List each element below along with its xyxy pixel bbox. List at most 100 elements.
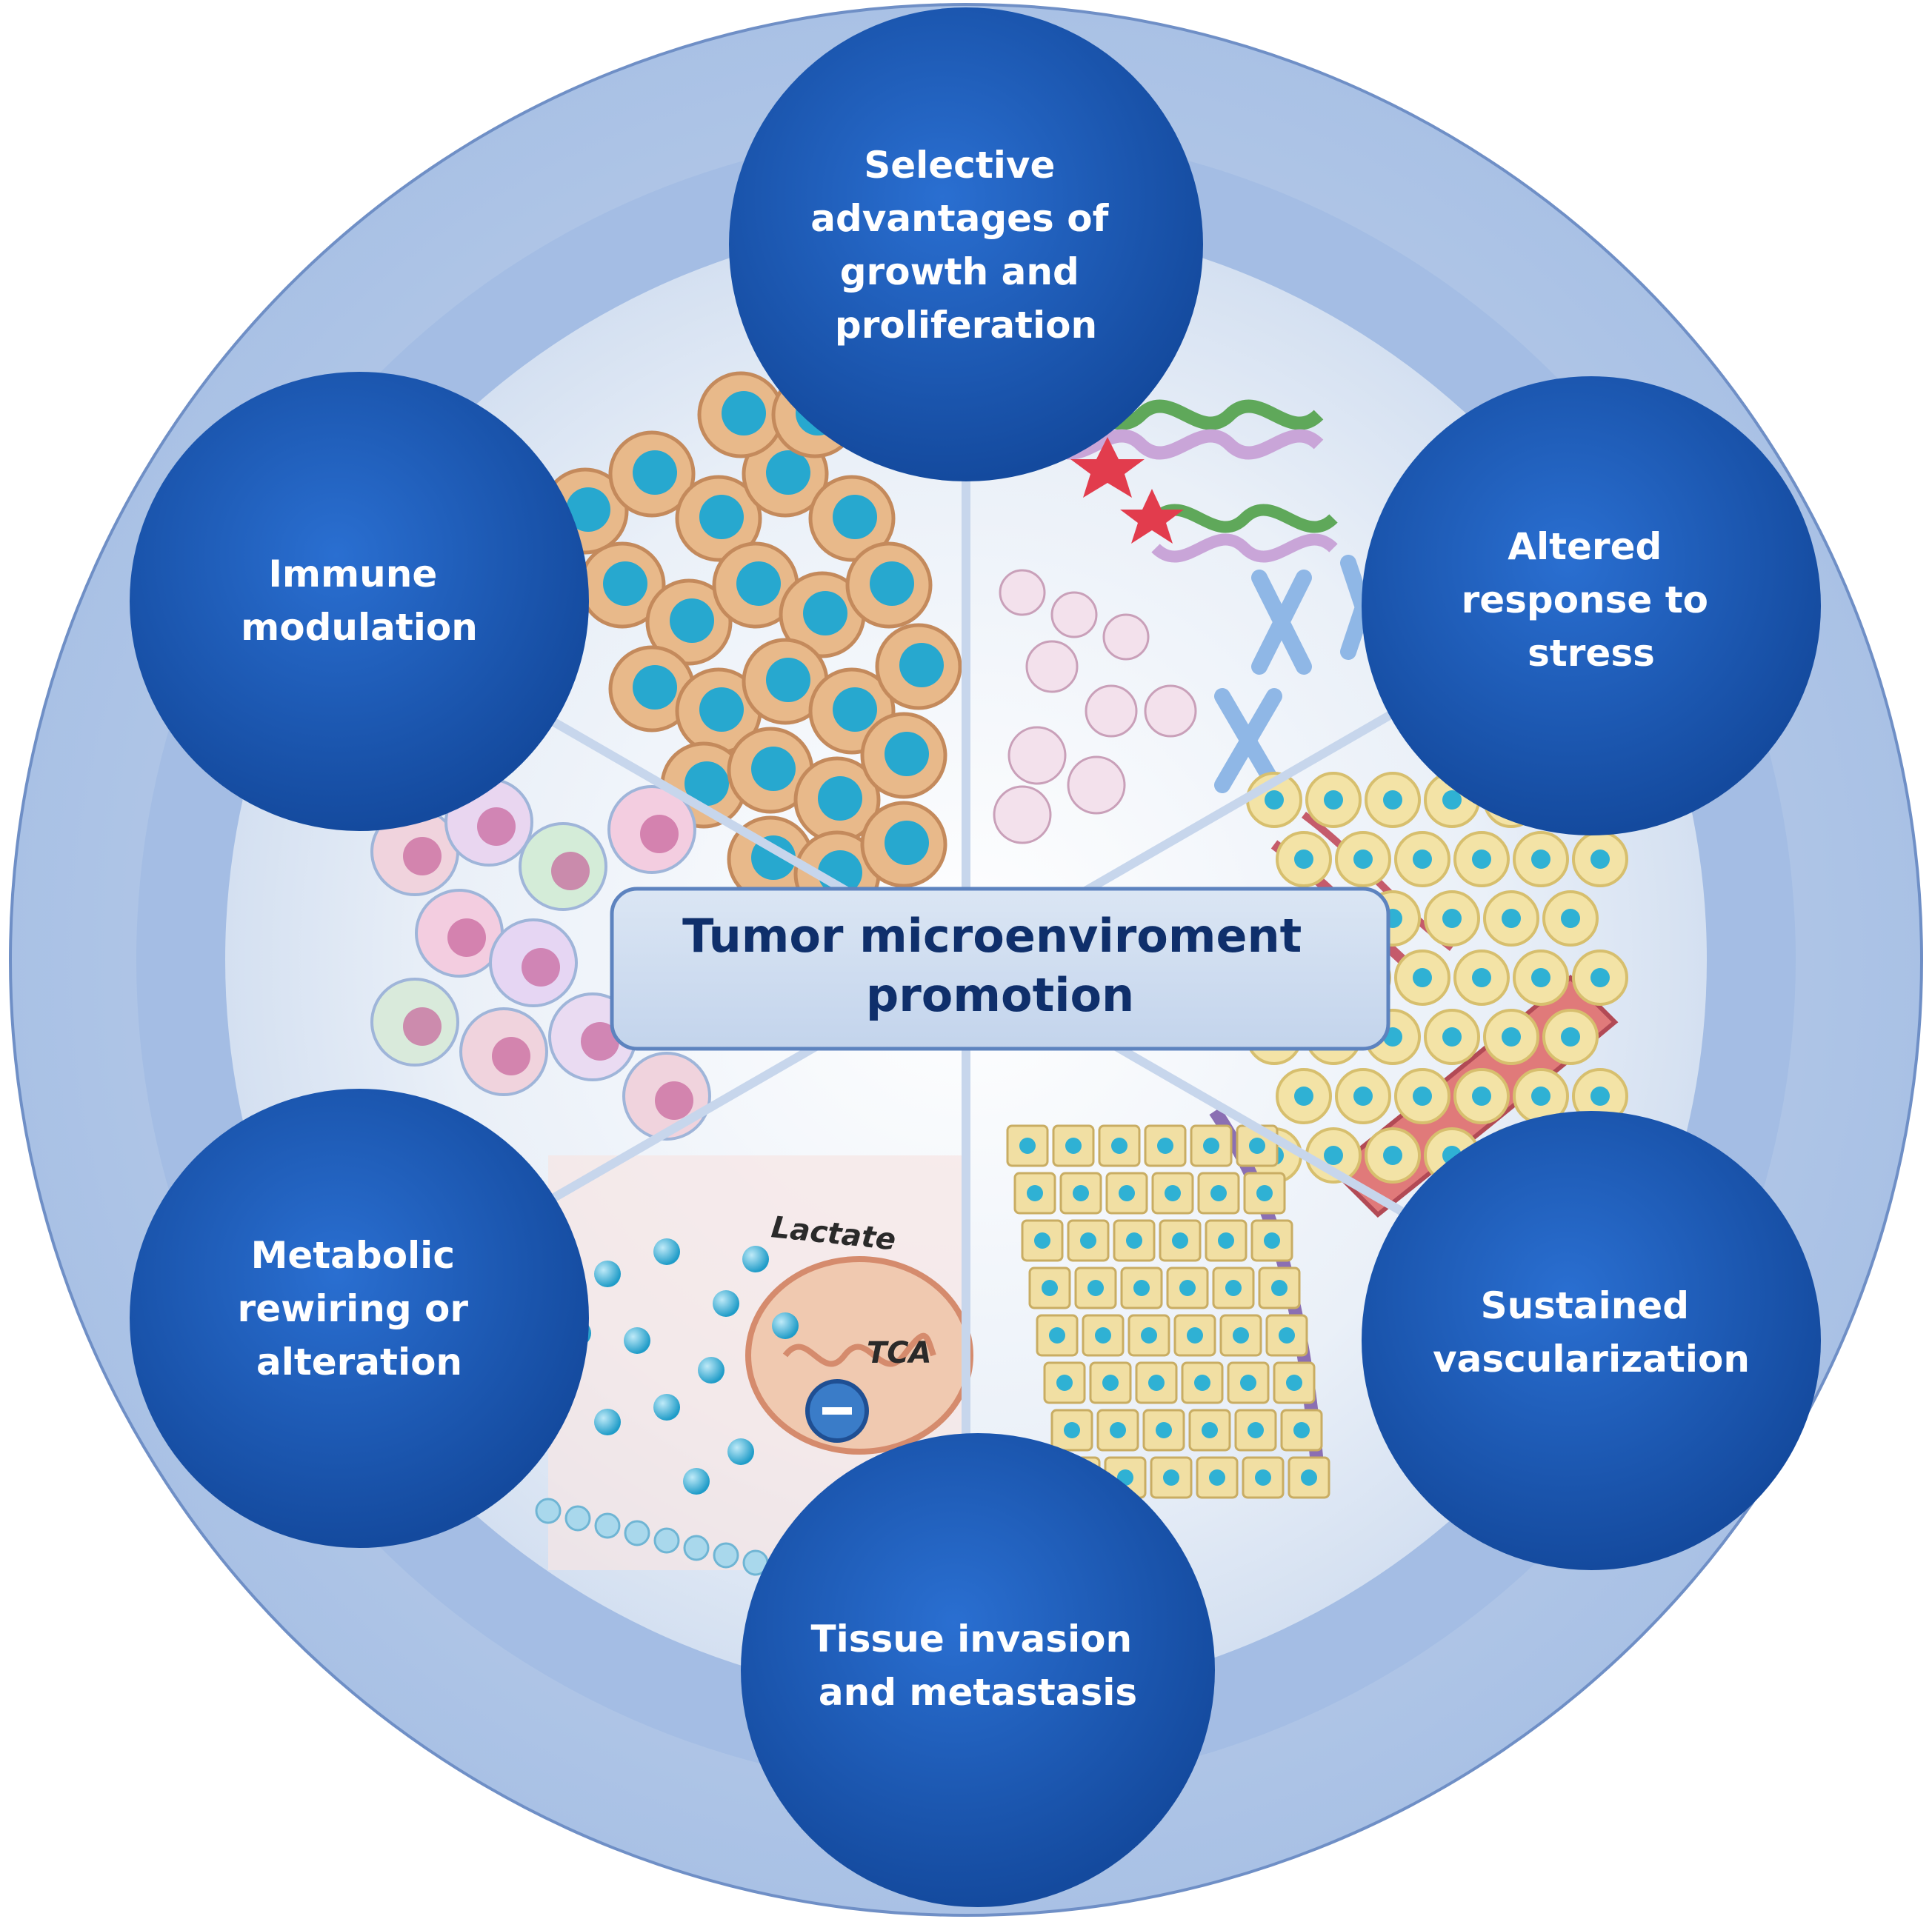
cell-nucleus	[1110, 1422, 1126, 1438]
hallmark-metabolic-label: Metabolic rewiring or alteration	[238, 1234, 482, 1384]
lactate-molecule	[713, 1290, 739, 1317]
cell-nucleus	[766, 450, 810, 495]
damage-star-icon	[1120, 489, 1184, 544]
cell-nucleus	[640, 815, 679, 853]
cell-nucleus	[818, 776, 862, 821]
cell-nucleus	[1218, 1232, 1234, 1249]
cell-nucleus	[1187, 1327, 1203, 1344]
cell-nucleus	[1163, 1469, 1179, 1486]
cell-nucleus	[1294, 1087, 1313, 1106]
cell-nucleus	[1271, 1280, 1288, 1296]
cell-nucleus	[1301, 1469, 1317, 1486]
cell-nucleus	[633, 665, 677, 710]
cell-nucleus	[1064, 1422, 1080, 1438]
membrane-bead	[653, 1527, 680, 1554]
lactate-molecule	[698, 1357, 724, 1384]
cell-nucleus	[1472, 1087, 1491, 1106]
cell-nucleus	[1233, 1327, 1249, 1344]
cell-nucleus	[1472, 850, 1491, 869]
cell-nucleus	[1087, 1280, 1104, 1296]
tca-label: TCA	[867, 1336, 932, 1370]
cell-nucleus	[1255, 1469, 1271, 1486]
cell-nucleus	[1165, 1185, 1181, 1201]
membrane-bead	[683, 1535, 710, 1561]
cell-nucleus	[1472, 968, 1491, 987]
tissue-invasion-illustration	[1006, 1107, 1330, 1499]
cell-nucleus	[551, 852, 590, 890]
cell-nucleus	[1095, 1327, 1111, 1344]
center-title-line-2: promotion	[866, 968, 1134, 1022]
cell-nucleus	[1210, 1185, 1227, 1201]
cell-nucleus	[1502, 1027, 1521, 1047]
cell-nucleus	[1442, 1027, 1462, 1047]
membrane-bead	[535, 1498, 562, 1524]
cell-nucleus	[699, 687, 744, 732]
cell-nucleus	[670, 598, 714, 643]
cell-nucleus	[1156, 1422, 1172, 1438]
membrane-bead	[594, 1512, 621, 1539]
hallmark-stress-circle	[1362, 376, 1821, 835]
cell-nucleus	[803, 591, 847, 635]
cell-nucleus	[1531, 850, 1550, 869]
cell-nucleus	[477, 807, 516, 846]
cell-nucleus	[1157, 1138, 1173, 1154]
cell-nucleus	[1203, 1138, 1219, 1154]
cell-nucleus	[1442, 790, 1462, 810]
hallmark-immune-circle	[130, 372, 589, 831]
cell-nucleus	[1413, 850, 1432, 869]
cell-nucleus	[1034, 1232, 1050, 1249]
proliferating-cells-illustration	[542, 371, 962, 918]
cell-nucleus	[1065, 1138, 1082, 1154]
cell-nucleus	[1279, 1327, 1295, 1344]
cell-nucleus	[1209, 1469, 1225, 1486]
dna-damage-illustration	[993, 399, 1386, 844]
cell-nucleus	[403, 1007, 442, 1046]
cell-nucleus	[1202, 1422, 1218, 1438]
cell-nucleus	[1502, 909, 1521, 928]
cell-nucleus	[1194, 1375, 1210, 1391]
hallmark-immune-label: Immune modulation	[241, 553, 478, 649]
cell-nucleus	[1256, 1185, 1273, 1201]
cell-nucleus	[1119, 1185, 1135, 1201]
hallmark-metabolic-circle	[130, 1089, 589, 1548]
immune-cells-illustration	[370, 778, 711, 1141]
lactate-molecule	[653, 1238, 680, 1265]
lactate-molecule	[594, 1261, 621, 1287]
cell-nucleus	[581, 1022, 619, 1061]
hallmark-growth-label: Selective advantages of growth and proli…	[810, 144, 1122, 347]
cell-nucleus	[899, 643, 944, 687]
cell-nucleus	[1148, 1375, 1165, 1391]
cell-nucleus	[1293, 1422, 1310, 1438]
membrane-bead	[564, 1505, 591, 1532]
cell-nucleus	[1383, 790, 1402, 810]
hallmark-growth-circle	[729, 7, 1203, 481]
damage-star-icon	[1070, 437, 1145, 498]
center-title: Tumor microenviroment promotion	[682, 909, 1318, 1022]
cell-nucleus	[885, 821, 929, 865]
cell-nucleus	[522, 948, 560, 987]
hallmark-immune[interactable]: Immune modulation	[130, 372, 589, 831]
cell-nucleus	[766, 658, 810, 702]
cell-nucleus	[1133, 1280, 1150, 1296]
lactate-molecule	[683, 1468, 710, 1495]
cell-nucleus	[1249, 1138, 1265, 1154]
hallmark-invasion-circle	[741, 1433, 1215, 1907]
cell-nucleus	[1073, 1185, 1089, 1201]
hallmark-invasion[interactable]: Tissue invasion and metastasis	[741, 1433, 1215, 1907]
membrane-bead	[713, 1542, 739, 1569]
hallmark-metabolic[interactable]: Metabolic rewiring or alteration	[130, 1089, 589, 1548]
hallmark-stress[interactable]: Altered response to stress	[1362, 376, 1821, 835]
cell-nucleus	[833, 495, 877, 539]
hallmark-growth[interactable]: Selective advantages of growth and proli…	[729, 7, 1203, 481]
cell-nucleus	[1383, 1146, 1402, 1165]
cell-nucleus	[1102, 1375, 1119, 1391]
lactate-molecule	[772, 1312, 799, 1339]
cell-nucleus	[1294, 850, 1313, 869]
hallmark-vascular[interactable]: Sustained vascularization	[1362, 1111, 1821, 1570]
membrane-bead	[624, 1520, 650, 1546]
cell-nucleus	[1353, 1087, 1373, 1106]
cell-nucleus	[655, 1081, 693, 1120]
cell-nucleus	[870, 561, 914, 606]
cell-nucleus	[1442, 909, 1462, 928]
cell-nucleus	[1265, 790, 1284, 810]
